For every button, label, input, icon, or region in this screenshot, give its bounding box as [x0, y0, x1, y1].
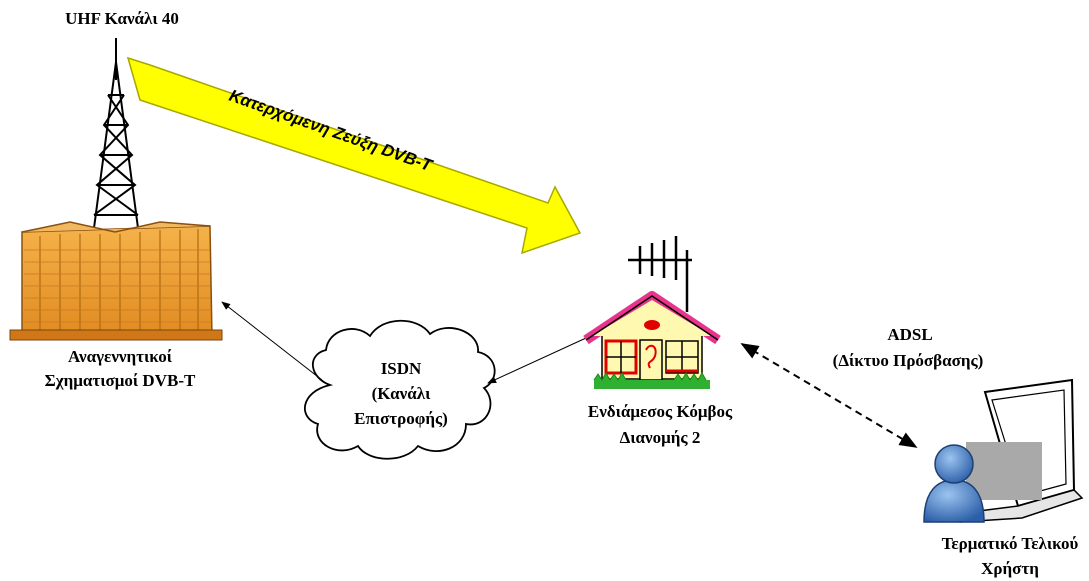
node-to-cloud-connector	[488, 338, 586, 383]
isdn-label-line1: ISDN	[381, 359, 422, 378]
cloud-to-building-connector	[222, 302, 322, 380]
adsl-label-line1: ADSL	[887, 325, 932, 344]
isdn-label-line2: (Κανάλι	[372, 384, 431, 403]
adsl-label-line2: (Δίκτυο Πρόσβασης)	[833, 351, 984, 370]
terminal-label-line2: Χρήστη	[981, 559, 1039, 578]
building-icon	[10, 222, 222, 340]
house-icon	[586, 296, 718, 389]
node-label-line1: Ενδιάμεσος Κόμβος	[588, 402, 733, 421]
isdn-label-line3: Επιστροφής)	[354, 409, 448, 428]
node-label-line2: Διανομής 2	[620, 428, 701, 447]
downlink-arrow: Κατερχόμενη Ζεύξη DVB-T	[128, 58, 580, 253]
regenerative-label-line1: Αναγεννητικοί	[68, 347, 173, 366]
terminal-label-line1: Τερματικό Τελικού	[942, 534, 1079, 553]
uhf-channel-label: UHF Κανάλι 40	[65, 9, 179, 28]
regenerative-label-line2: Σχηματισμοί DVB-T	[45, 371, 196, 390]
